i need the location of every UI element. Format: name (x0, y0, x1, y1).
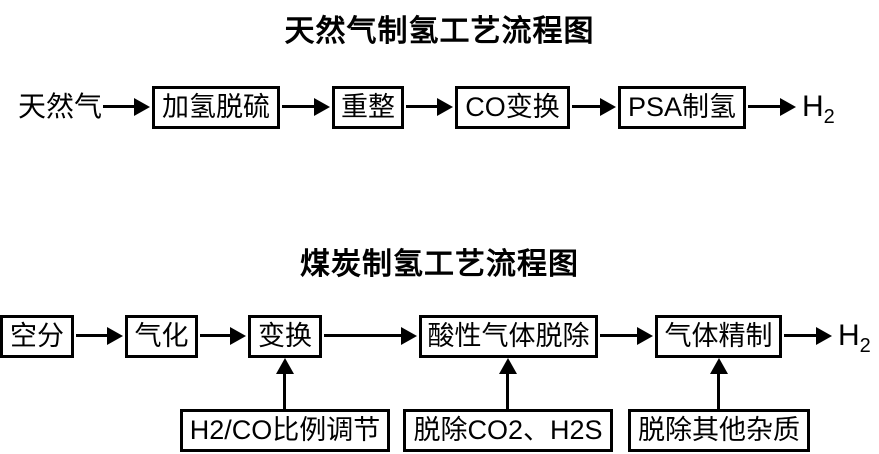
coal-diagram-title: 煤炭制氢工艺流程图 (300, 248, 579, 281)
up-arrow (710, 358, 728, 409)
hydrogen-output-label: H2 (838, 319, 871, 357)
note-box-other-impurity-removal: 脱除其他杂质 (628, 409, 810, 452)
step-box-hydrodesulfurization: 加氢脱硫 (152, 86, 280, 129)
hydrogen-subscript: 2 (859, 335, 871, 357)
step-box-co-shift: CO变换 (455, 86, 570, 129)
flow-arrow (572, 98, 616, 116)
flow-arrow (406, 98, 453, 116)
hydrogen-subscript: 2 (823, 106, 835, 128)
hydrogen-symbol: H (802, 90, 824, 123)
step-box-psa-hydrogen: PSA制氢 (618, 86, 746, 129)
flow-arrow (784, 327, 832, 345)
flow-arrow (324, 327, 417, 345)
up-arrow (499, 358, 517, 409)
flow-arrow (748, 98, 796, 116)
note-box-h2-co-ratio-adjustment: H2/CO比例调节 (180, 409, 390, 452)
step-box-acid-gas-removal: 酸性气体脱除 (419, 315, 598, 358)
step-box-reforming: 重整 (332, 86, 404, 129)
hydrogen-output-label: H2 (802, 90, 835, 128)
step-box-shift: 变换 (248, 315, 322, 358)
flow-arrow (600, 327, 653, 345)
flow-arrow (282, 98, 330, 116)
hydrogen-symbol: H (838, 319, 860, 352)
natural-gas-input-label: 天然气 (18, 91, 103, 122)
flow-arrow (200, 327, 246, 345)
flow-arrow (103, 98, 150, 116)
up-arrow (276, 358, 294, 409)
step-box-air-separation: 空分 (0, 315, 74, 358)
step-box-gas-purification: 气体精制 (655, 315, 782, 358)
flow-arrow (76, 327, 123, 345)
note-box-co2-h2s-removal: 脱除CO2、H2S (403, 409, 613, 452)
step-box-gasification: 气化 (125, 315, 198, 358)
natural-gas-diagram-title: 天然气制氢工艺流程图 (284, 15, 595, 48)
